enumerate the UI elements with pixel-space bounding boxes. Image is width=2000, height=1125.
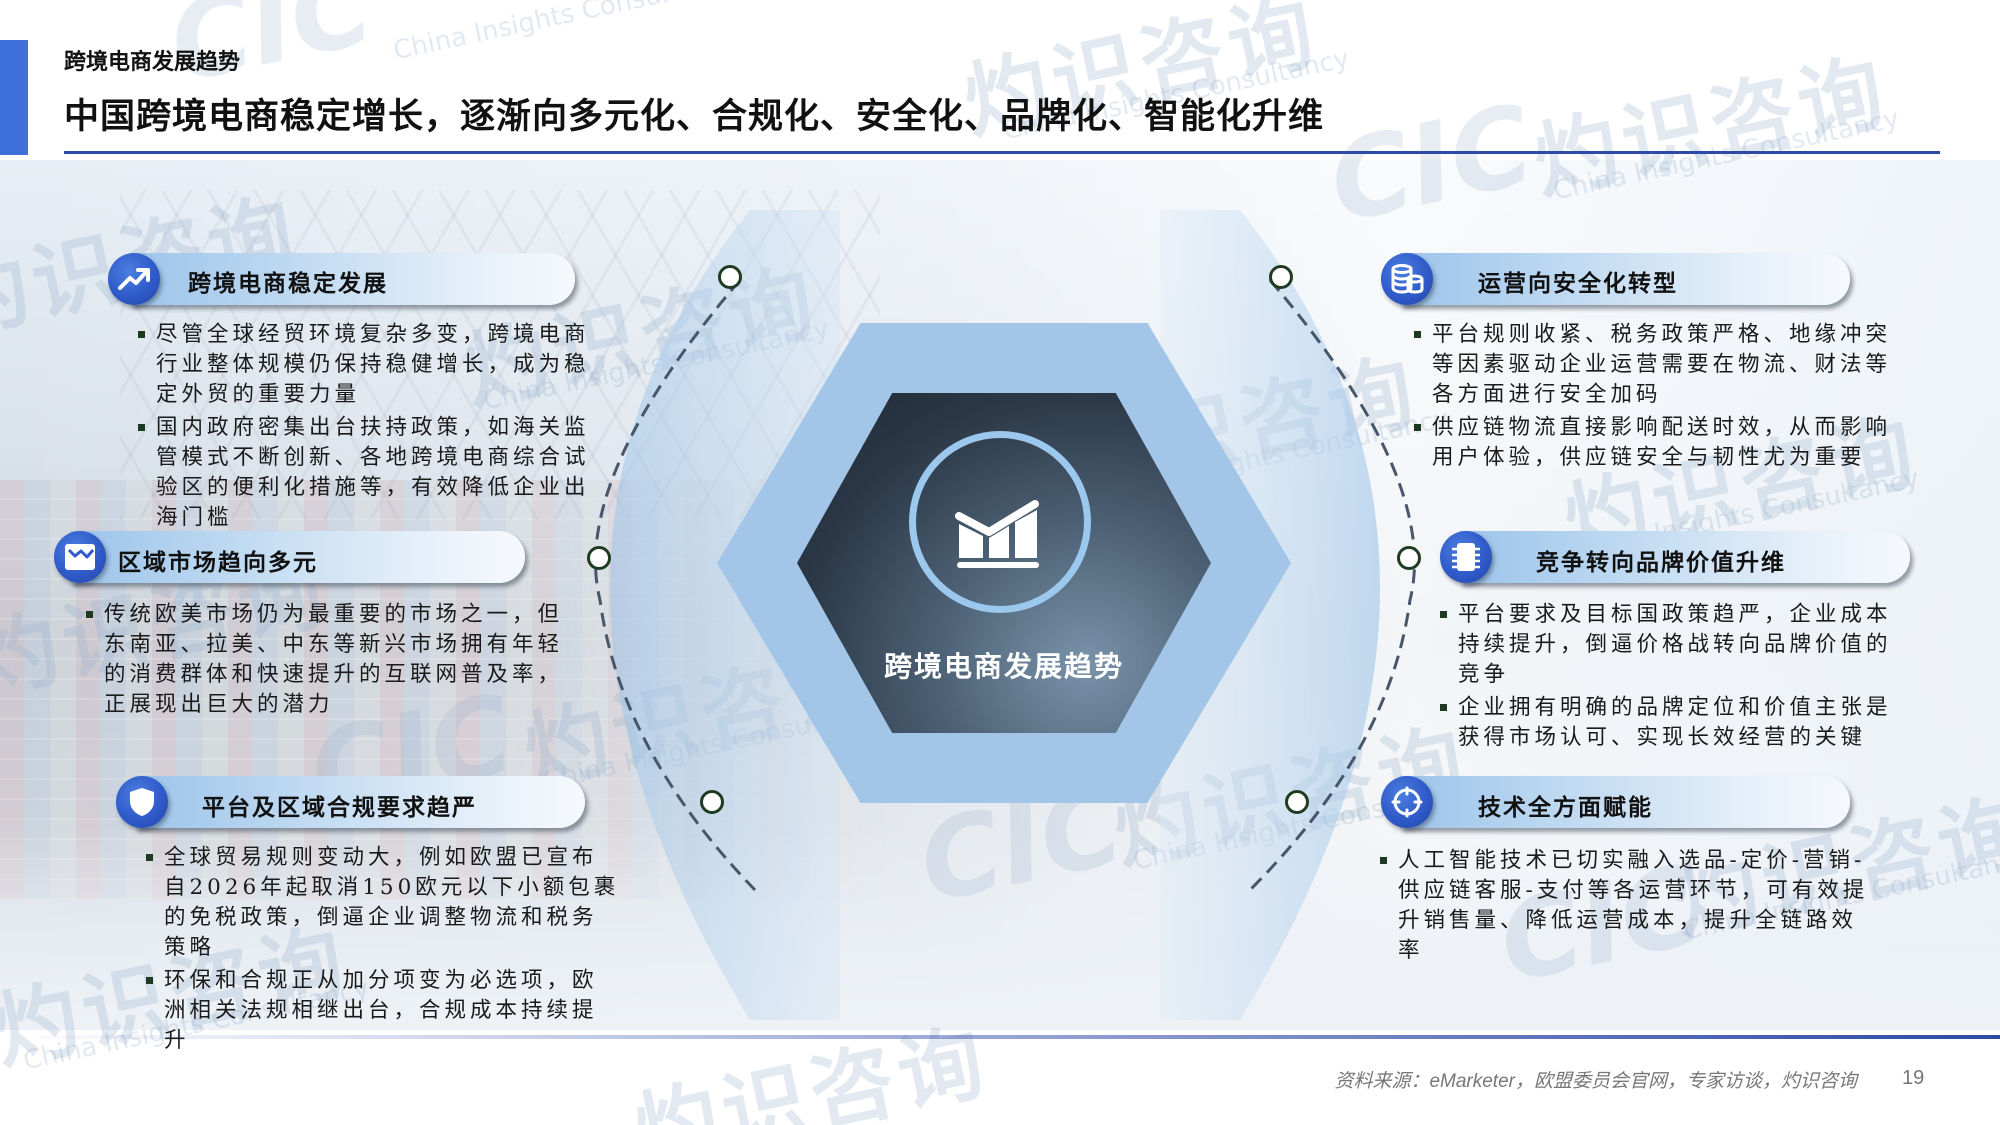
header-accent-bar: [0, 40, 28, 155]
source-prefix: 资料来源：: [1334, 1070, 1430, 1092]
page-number: 19: [1902, 1067, 1925, 1089]
bullet-item: 尽管全球经贸环境复杂多变，跨境电商行业整体规模仍保持稳健增长，成为稳定外贸的重要…: [138, 320, 608, 410]
card-bullets: 平台要求及目标国政策趋严，企业成本持续提升，倒逼价格战转向品牌价值的竞争 企业拥…: [1440, 600, 1910, 756]
connector-node-right-bottom: [1285, 790, 1309, 814]
connector-node-right-top: [1269, 265, 1293, 289]
card-title: 平台及区域合规要求趋严: [202, 794, 477, 821]
center-ring: [909, 431, 1091, 613]
title-divider: [64, 151, 1940, 154]
card-title: 跨境电商稳定发展: [188, 270, 388, 297]
bullet-item: 全球贸易规则变动大，例如欧盟已宣布自2026年起取消150欧元以下小额包裹的免税…: [146, 843, 621, 963]
connector-node-left-bottom: [700, 790, 724, 814]
source-note: 资料来源：eMarketer，欧盟委员会官网，专家访谈，灼识咨询: [1334, 1066, 1857, 1093]
card-bullets: 平台规则收紧、税务政策严格、地缘冲突等因素驱动企业运营需要在物流、财法等各方面进…: [1414, 320, 1894, 476]
card-header-bar: [135, 776, 585, 828]
bullet-item: 国内政府密集出台扶持政策，如海关监管模式不断创新、各地跨境电商综合试验区的便利化…: [138, 413, 608, 533]
card-bullets: 传统欧美市场仍为最重要的市场之一，但东南亚、拉美、中东等新兴市场拥有年轻的消费群…: [86, 600, 566, 723]
crosshair-icon: [1381, 776, 1433, 828]
shield-icon: [116, 776, 168, 828]
card-header-bar: [1400, 776, 1850, 828]
bullet-item: 环保和合规正从加分项变为必选项，欧洲相关法规相继出台，合规成本持续提升: [146, 966, 621, 1056]
card-bullets: 全球贸易规则变动大，例如欧盟已宣布自2026年起取消150欧元以下小额包裹的免税…: [146, 843, 621, 1059]
bullet-item: 供应链物流直接影响配送时效，从而影响用户体验，供应链安全与韧性尤为重要: [1414, 413, 1894, 473]
chip-icon: [1440, 531, 1492, 583]
page-title: 中国跨境电商稳定增长，逐渐向多元化、合规化、安全化、品牌化、智能化升维: [64, 96, 1325, 137]
card-header-bar: [1400, 253, 1850, 305]
card-bullets: 尽管全球经贸环境复杂多变，跨境电商行业整体规模仍保持稳健增长，成为稳定外贸的重要…: [138, 320, 608, 536]
bullet-item: 企业拥有明确的品牌定位和价值主张是获得市场认可、实现长效经营的关键: [1440, 693, 1910, 753]
watermark-en: China Insights Consultancy: [390, 0, 742, 67]
section-label: 跨境电商发展趋势: [64, 49, 241, 75]
card-header-bar: [70, 531, 525, 583]
market-chart-icon: [54, 531, 106, 583]
trend-up-icon: [108, 253, 160, 305]
background-fade: [0, 820, 2000, 1030]
lens-shape: [594, 210, 1416, 1020]
bar-chart-growth-icon: [955, 500, 1039, 568]
coins-stack-icon: [1381, 253, 1433, 305]
card-title: 区域市场趋向多元: [118, 549, 318, 576]
card-title: 竞争转向品牌价值升维: [1536, 549, 1786, 576]
connector-node-left-middle: [587, 546, 611, 570]
center-title: 跨境电商发展趋势: [883, 650, 1124, 683]
source-rest: ，欧盟委员会官网，专家访谈，灼识咨询: [1514, 1070, 1857, 1092]
card-header-bar: [1460, 531, 1910, 583]
source-emarketer: eMarketer: [1429, 1071, 1515, 1092]
bullet-item: 平台要求及目标国政策趋严，企业成本持续提升，倒逼价格战转向品牌价值的竞争: [1440, 600, 1910, 690]
bullet-item: 人工智能技术已切实融入选品-定价-营销-供应链客服-支付等各运营环节，可有效提升…: [1380, 846, 1880, 966]
bullet-item: 传统欧美市场仍为最重要的市场之一，但东南亚、拉美、中东等新兴市场拥有年轻的消费群…: [86, 600, 566, 720]
bullet-item: 平台规则收紧、税务政策严格、地缘冲突等因素驱动企业运营需要在物流、财法等各方面进…: [1414, 320, 1894, 410]
card-title: 技术全方面赋能: [1478, 794, 1653, 821]
card-header-bar: [130, 253, 575, 305]
card-title: 运营向安全化转型: [1478, 270, 1678, 297]
connector-node-left-top: [718, 265, 742, 289]
connector-node-right-middle: [1397, 546, 1421, 570]
card-bullets: 人工智能技术已切实融入选品-定价-营销-供应链客服-支付等各运营环节，可有效提升…: [1380, 846, 1880, 969]
footer-divider: [0, 1035, 2000, 1039]
